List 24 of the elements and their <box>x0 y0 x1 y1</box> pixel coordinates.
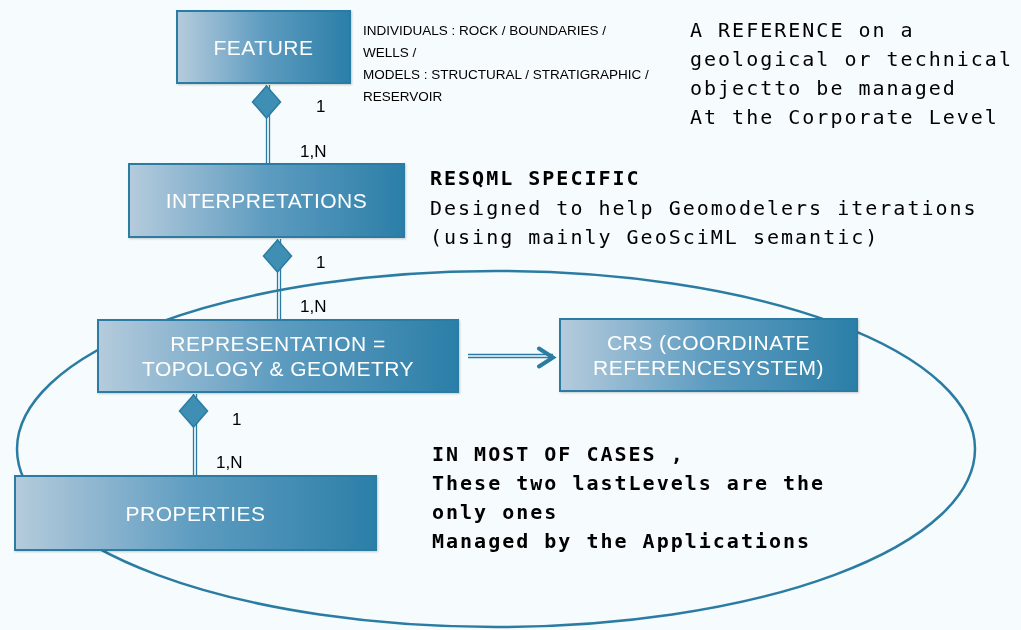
cardinality-label: 1 <box>316 253 327 273</box>
note-heading: IN MOST OF CASES , <box>432 441 686 468</box>
entity-box: REPRESENTATION = TOPOLOGY & GEOMETRY <box>97 319 459 393</box>
connector <box>251 84 282 164</box>
note-heading: RESQML SPECIFIC <box>430 165 642 192</box>
note-text: A REFERENCE on a geological or technical objectto be managed <box>690 17 1014 102</box>
note-text: At the Corporate Level <box>690 104 1000 131</box>
entity-box: CRS (COORDINATE REFERENCESYSTEM) <box>559 318 858 392</box>
connector <box>467 346 555 369</box>
entity-box: FEATURE <box>176 10 351 84</box>
cardinality-label: 1 <box>232 410 243 430</box>
feature-note: INDIVIDUALS : ROCK / BOUNDARIES / WELLS / <box>363 22 608 62</box>
cardinality-label: 1 <box>316 97 327 117</box>
entity-box: INTERPRETATIONS <box>128 163 405 238</box>
connector <box>178 393 209 476</box>
note-text: Designed to help Geomodelers iterations (using mainly GeoSciML semantic) <box>430 195 979 251</box>
cardinality-label: 1,N <box>216 453 244 473</box>
note-text: Managed by the Applications <box>432 528 813 555</box>
entity-box: PROPERTIES <box>14 475 377 551</box>
note-text: These two lastLevels are the only ones <box>432 470 827 526</box>
cardinality-label: 1,N <box>300 142 328 162</box>
feature-note: MODELS : STRUCTURAL / STRATIGRAPHIC / RESERVOIR <box>363 66 650 106</box>
connector <box>262 238 293 320</box>
cardinality-label: 1,N <box>300 297 328 317</box>
